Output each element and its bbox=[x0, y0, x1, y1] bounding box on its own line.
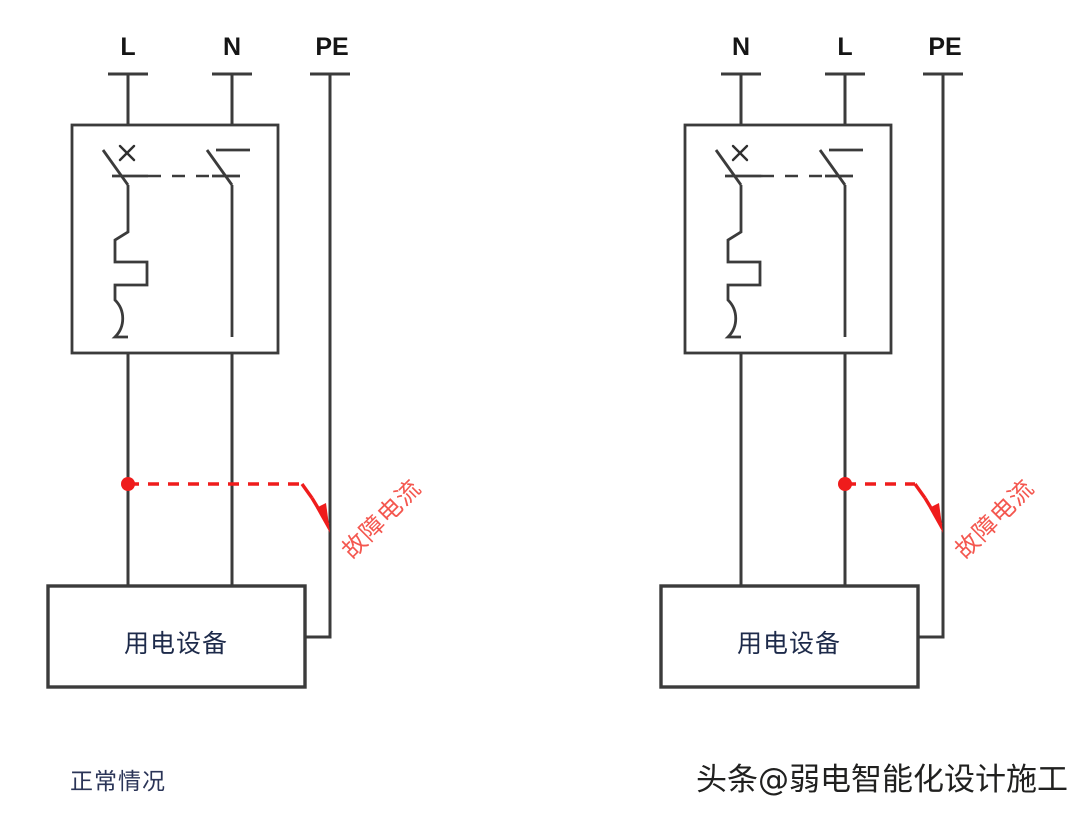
terminal-label-n-right: N bbox=[732, 33, 750, 61]
fault-current-label-right: 故障电流 bbox=[949, 474, 1040, 565]
equipment-box-right bbox=[659, 584, 920, 689]
conductor-pe-left bbox=[305, 74, 332, 639]
fault-origin-dot-right bbox=[838, 477, 852, 491]
fault-current-label-left: 故障电流 bbox=[336, 474, 427, 565]
equipment-label-left: 用电设备 bbox=[124, 629, 228, 658]
switch-blade-pole2-left bbox=[205, 149, 234, 186]
fault-current-path-right bbox=[838, 477, 945, 533]
equipment-label-right: 用电设备 bbox=[737, 629, 841, 658]
terminal-label-l-right: L bbox=[837, 33, 852, 61]
switch-blade-pole1-left bbox=[101, 149, 130, 186]
diagram-right: N L PE bbox=[659, 33, 1040, 689]
fault-arrowhead-right bbox=[929, 503, 943, 533]
conductor-pe-right bbox=[918, 74, 945, 639]
terminal-label-pe-right: PE bbox=[928, 33, 961, 61]
fault-bend-left bbox=[300, 483, 314, 499]
terminal-label-n-left: N bbox=[223, 33, 241, 61]
trip-unit-right bbox=[724, 210, 762, 339]
diagram-left: L N PE bbox=[46, 33, 427, 795]
watermark-text: 头条@弱电智能化设计施工 bbox=[696, 762, 1068, 798]
switch-blade-pole1-right bbox=[714, 149, 743, 186]
breaker-enclosure-right bbox=[683, 123, 893, 355]
caption-left: 正常情况 bbox=[70, 769, 166, 795]
fault-origin-dot-left bbox=[121, 477, 135, 491]
fault-arrowhead-left bbox=[316, 503, 330, 533]
trip-x-marker-right bbox=[731, 144, 749, 162]
trip-x-marker-left bbox=[118, 144, 136, 162]
terminal-label-l-left: L bbox=[120, 33, 135, 61]
breaker-enclosure-left bbox=[70, 123, 280, 355]
terminal-label-pe-left: PE bbox=[315, 33, 348, 61]
switch-blade-pole2-right bbox=[818, 149, 847, 186]
trip-unit-left bbox=[111, 210, 149, 339]
fault-bend-right bbox=[913, 483, 927, 499]
equipment-box-left bbox=[46, 584, 307, 689]
fault-current-path-left bbox=[121, 477, 332, 533]
